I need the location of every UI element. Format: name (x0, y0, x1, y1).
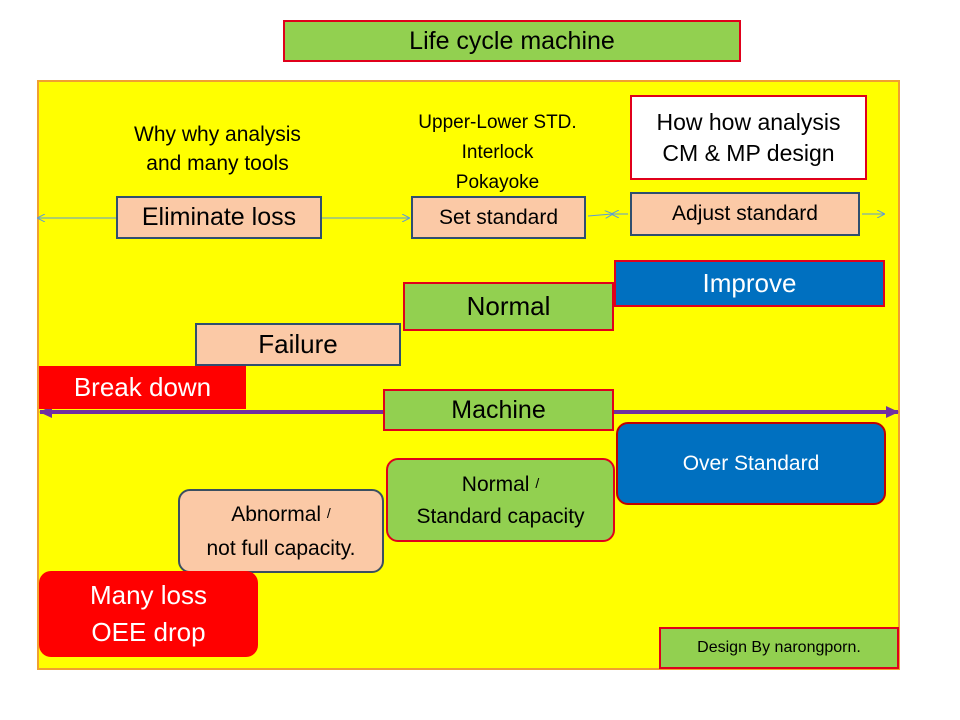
improve-label: Improve (702, 268, 797, 298)
note-how-line-2: CM & MP design (662, 139, 835, 166)
break-down-label: Break down (73, 372, 212, 402)
abnormal-line-2: not full capacity. (206, 537, 356, 560)
machine-label: Machine (451, 395, 546, 424)
many-loss-state-box: Many loss OEE drop (39, 571, 258, 657)
abnormal-state-box: Abnormal / not full capacity. (178, 489, 384, 573)
abnormal-line-1: Abnormal / (231, 496, 331, 532)
normal-capacity-line-1: Normal / (462, 467, 539, 501)
failure-label: Failure (258, 329, 338, 359)
machine-axis-box: Machine (383, 389, 614, 431)
adjust-standard-label: Adjust standard (672, 202, 818, 225)
note-why-line-1: Why why analysis (134, 123, 301, 146)
break-down-level-box: Break down (39, 366, 246, 409)
note-how-line-1: How how analysis (656, 108, 841, 135)
adjust-standard-box: Adjust standard (630, 192, 860, 236)
over-standard-state-box: Over Standard (616, 422, 886, 505)
improve-level-box: Improve (614, 260, 885, 307)
normal-capacity-state-box: Normal / Standard capacity (386, 458, 615, 542)
note-std-line-2: Interlock (461, 142, 534, 163)
slash-mark: / (535, 475, 540, 491)
eliminate-loss-label: Eliminate loss (141, 203, 297, 231)
normal-label: Normal (466, 291, 551, 321)
title-box: Life cycle machine (283, 20, 741, 62)
slash-mark: / (326, 505, 331, 521)
abnormal-word: Abnormal (231, 503, 322, 526)
note-standard-tools: Upper-Lower STD. Interlock Pokayoke (395, 108, 600, 198)
normal-level-box: Normal (403, 282, 614, 331)
set-standard-box: Set standard (411, 196, 586, 239)
many-loss-line-2: OEE drop (91, 617, 206, 647)
normal-capacity-word: Normal (461, 473, 530, 496)
scope-arrow-set-right (587, 214, 612, 216)
note-std-line-3: Pokayoke (455, 172, 540, 193)
failure-level-box: Failure (195, 323, 401, 366)
eliminate-loss-box: Eliminate loss (116, 196, 322, 239)
note-why-analysis: Why why analysis and many tools (110, 120, 325, 178)
credit-box: Design By narongporn. (659, 627, 899, 669)
note-how-analysis: How how analysis CM & MP design (630, 95, 867, 180)
note-std-line-1: Upper-Lower STD. (418, 112, 577, 133)
credit-label: Design By narongporn. (697, 639, 861, 656)
over-standard-label: Over Standard (682, 451, 820, 475)
page-title: Life cycle machine (409, 26, 615, 55)
many-loss-line-1: Many loss (89, 580, 208, 610)
note-why-line-2: and many tools (146, 152, 289, 175)
set-standard-label: Set standard (438, 205, 559, 229)
normal-capacity-line-2: Standard capacity (416, 505, 585, 528)
